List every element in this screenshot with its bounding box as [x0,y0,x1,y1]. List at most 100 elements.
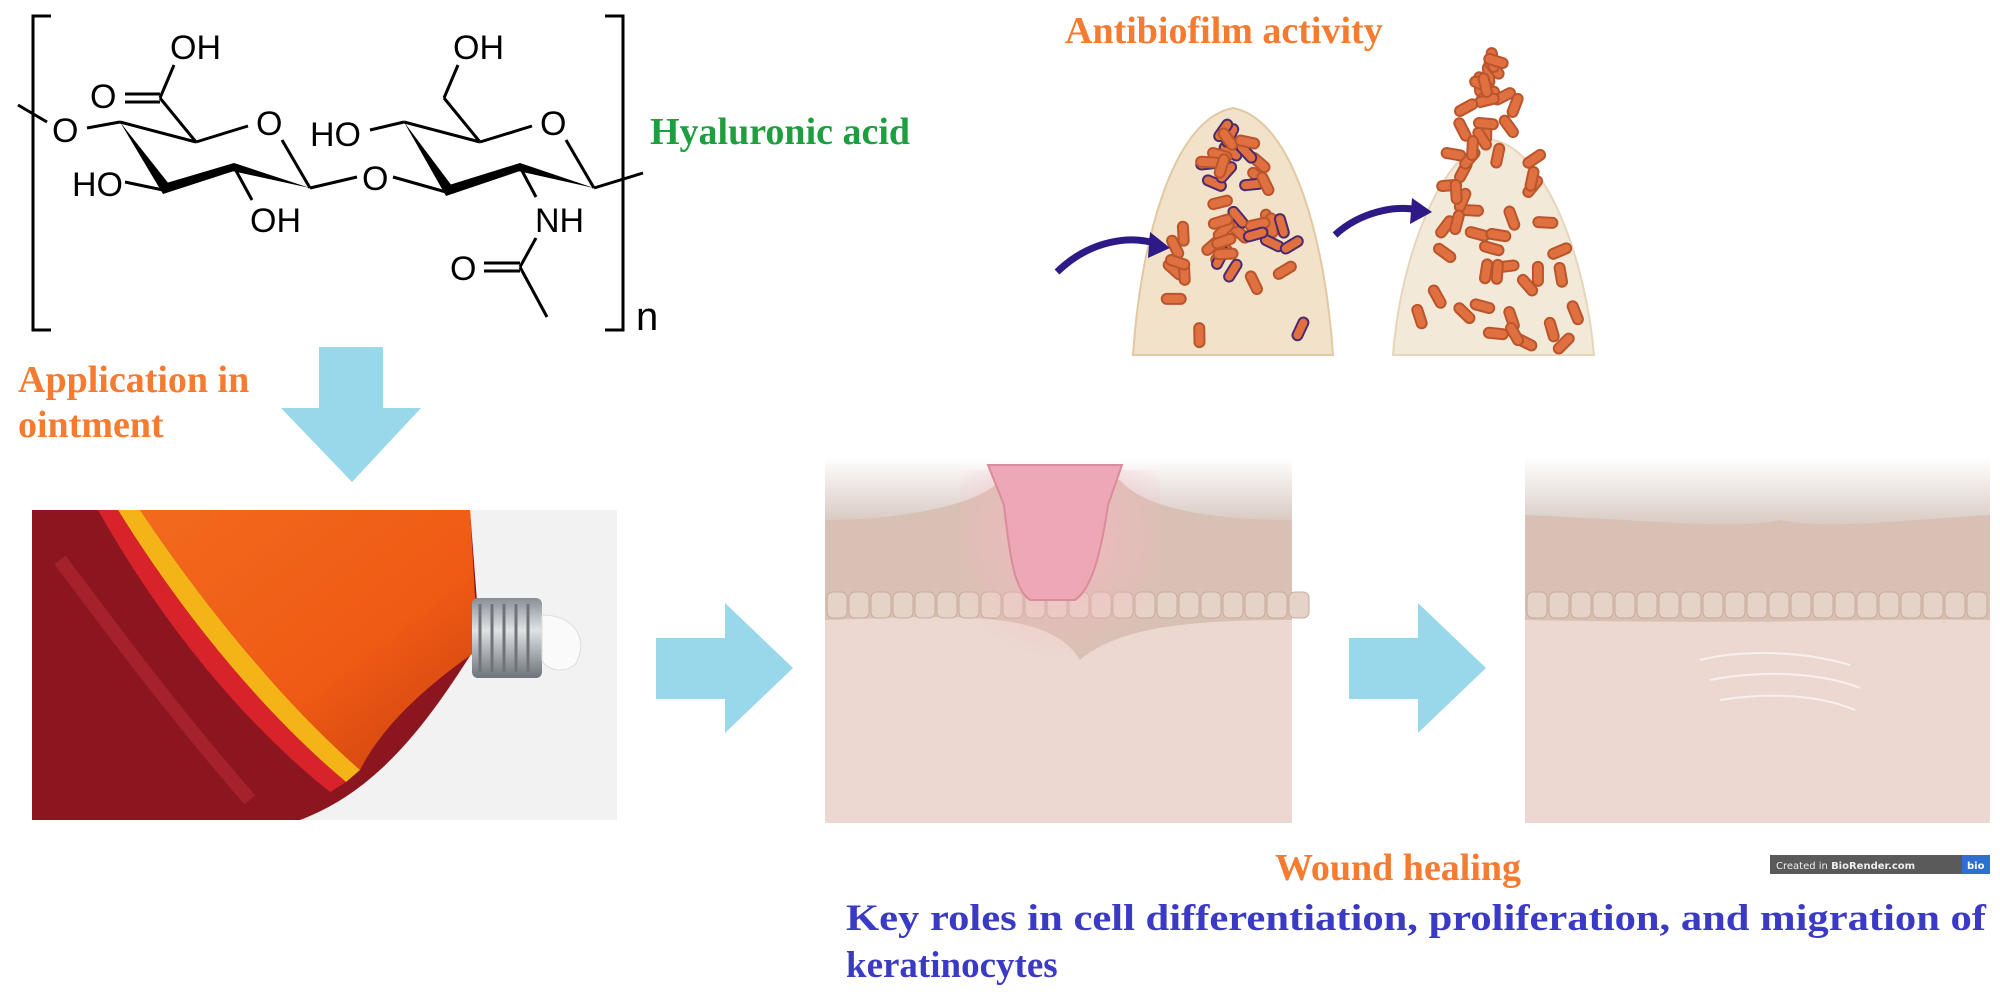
bacterium-icon [1242,226,1269,243]
bacterium-icon [1234,134,1261,150]
bacterium-icon [1223,258,1243,283]
cell-icon [1812,591,1834,619]
bacterium-icon [1165,254,1191,271]
repeat-n: n [636,295,658,339]
cell-icon [1614,591,1636,619]
bacterium-icon [1449,209,1465,236]
bacterium-icon [1516,273,1539,297]
bacterium-icon [1427,284,1447,309]
arrowhead-icon [1410,198,1432,224]
bacterium-icon [1449,178,1463,205]
bacterium-icon [1207,194,1233,211]
bacterium-icon [1498,114,1519,139]
bacterium-icon [1505,322,1525,347]
bacterium-icon [1566,300,1584,326]
bacterium-icon [1503,205,1521,231]
bacterium-icon [1472,117,1499,131]
bacterium-icon [1477,72,1493,98]
bacterium-icon [1217,127,1239,151]
bacterium-icon [1207,213,1234,230]
bacterium-icon [1524,166,1540,192]
bacterium-icon [1272,260,1297,280]
atom-oh: OH [170,29,221,67]
cell-icon [914,591,936,619]
bacterium-icon [1466,135,1479,162]
cell-icon [826,591,848,619]
bacterium-icon [1291,316,1310,342]
bacterium-icon [1176,220,1190,247]
cell-icon [1288,591,1310,619]
bacteria-cluster [1411,47,1584,355]
atom-o: O [256,105,282,143]
svg-text:Created in BioRender.com: Created in BioRender.com [1776,861,1915,872]
cell-icon [1878,591,1900,619]
bacterium-icon [1522,148,1547,169]
atom-ho: HO [72,166,123,204]
atom-oh: OH [250,202,301,240]
bacterium-icon [1469,298,1496,315]
arrowhead-icon [1148,232,1170,258]
bacterium-icon [1193,322,1206,349]
roles-text-line2: keratinocytes [846,945,1058,986]
bacterium-icon [1490,142,1506,169]
antibiofilm-label: Antibiofilm activity [1065,10,1383,52]
bacterium-icon [1506,92,1524,118]
bacterium-icon [1532,216,1559,229]
atom-ho: HO [310,116,361,154]
bacterium-icon [1279,235,1304,255]
bacterium-icon [1256,171,1275,196]
cell-icon [1570,591,1592,619]
atom-oh: OH [453,29,504,67]
atom-o: O [52,112,78,150]
cell-icon [1900,591,1922,619]
bacterium-icon [1453,302,1476,325]
atom-o: O [450,250,476,288]
bacterium-icon [1211,232,1237,250]
healed-skin-illustration [1525,457,1990,823]
cell-icon [1966,591,1988,619]
atom-nh: NH [535,202,584,240]
down-arrow-icon [281,347,421,482]
badge-brand: BioRender.com [1831,861,1915,872]
atom-o: O [540,105,566,143]
curved-arrow-icon [1054,236,1160,275]
cell-icon [1680,591,1702,619]
cell-icon [1244,591,1266,619]
cell-icon [848,591,870,619]
bacterium-icon [1483,53,1509,70]
cell-icon [892,591,914,619]
bacterium-icon [1411,303,1428,330]
cell-icon [870,591,892,619]
cell-icon [1266,591,1288,619]
roles-text-line1: Key roles in cell differentiation, proli… [846,898,1987,939]
bonds [17,64,644,318]
bacteria-cluster [1160,118,1310,349]
biorender-badge: Created in BioRender.com bio [1770,855,1990,874]
cell-icon [1548,591,1570,619]
bacterium-icon [1543,316,1560,343]
bacterium-icon [1531,260,1544,287]
cell-icon [1790,591,1812,619]
wounded-skin-illustration [825,457,1310,823]
application-label-line1: Application in [18,359,249,401]
bacterium-icon [1244,270,1263,296]
bacterium-icon [1213,153,1231,179]
cell-icon [1856,591,1878,619]
ointment-tube-photo [32,510,617,820]
bacterium-icon [1479,240,1505,257]
bacterium-icon [1482,326,1509,341]
badge-prefix: Created in [1776,861,1831,872]
right-arrow-icon [1349,603,1486,733]
bacterium-icon [1453,98,1479,118]
biofilm-intact-illustration [1131,106,1335,356]
cell-icon [1834,591,1856,619]
cell-icon [1746,591,1768,619]
bacterium-icon [1479,258,1494,285]
cell-icon [936,591,958,619]
bacterium-icon [1433,242,1457,264]
cell-icon [1200,591,1222,619]
bacterium-icon [1547,242,1573,260]
cell-icon [1944,591,1966,619]
wound-healing-label: Wound healing [1275,847,1521,889]
